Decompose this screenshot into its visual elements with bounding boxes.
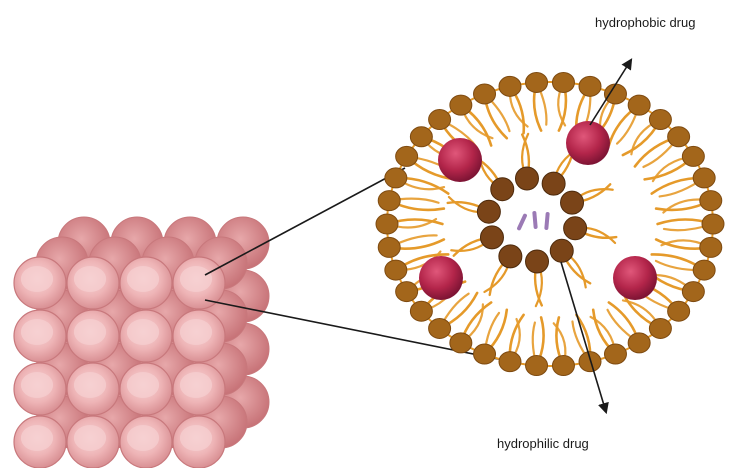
lipid-head-group xyxy=(649,110,671,130)
lipid-head-group xyxy=(579,352,601,372)
lipid-head-group xyxy=(410,127,432,147)
cube-sphere-highlight xyxy=(180,266,212,292)
hydrophilic-drug-molecules xyxy=(516,211,549,231)
lipid-head-group xyxy=(702,214,724,234)
cube-sphere-highlight xyxy=(21,266,53,292)
cube-sphere-highlight xyxy=(74,319,106,345)
cube-sphere-highlight xyxy=(74,425,106,451)
lipid-head-group xyxy=(450,333,472,353)
lipid-head-group xyxy=(700,191,722,211)
inner-head-group xyxy=(499,245,522,268)
cube-sphere-highlight xyxy=(180,319,212,345)
cube-sphere-highlight xyxy=(180,372,212,398)
hydrophobic-drug-sphere xyxy=(438,138,482,182)
cube-sphere-highlight xyxy=(127,266,159,292)
lipid-head-group xyxy=(378,237,400,257)
arrow-icon xyxy=(561,262,606,412)
inner-head-group xyxy=(542,172,565,195)
lipid-head-group xyxy=(552,72,574,92)
lipid-head-group xyxy=(693,260,715,280)
lipid-head-group xyxy=(385,260,407,280)
lipid-head-group xyxy=(385,168,407,188)
cube-sphere-highlight xyxy=(21,425,53,451)
lipid-head-group xyxy=(526,356,548,376)
lipid-head-group xyxy=(474,344,496,364)
inner-head-group xyxy=(480,226,503,249)
inner-head-group xyxy=(550,239,573,262)
inner-head-group xyxy=(561,191,584,214)
cube-sphere-highlight xyxy=(180,425,212,451)
lipid-head-group xyxy=(668,301,690,321)
lipid-head-group xyxy=(693,168,715,188)
cube-sphere-highlight xyxy=(74,372,106,398)
inner-head-group xyxy=(526,250,549,273)
cube-sphere-highlight xyxy=(21,319,53,345)
inner-head-group xyxy=(515,167,538,190)
hydrophilic-drug-rod xyxy=(544,212,550,230)
lipid-head-group xyxy=(429,110,451,130)
lipid-head-group xyxy=(604,84,626,104)
nanoparticle-cube xyxy=(14,217,269,468)
cube-sphere-highlight xyxy=(21,372,53,398)
lipid-head-group xyxy=(668,127,690,147)
lipid-head-group xyxy=(526,72,548,92)
cube-sphere-highlight xyxy=(74,266,106,292)
lipid-head-group xyxy=(628,333,650,353)
lipid-head-group xyxy=(376,214,398,234)
inner-head-group xyxy=(564,217,587,240)
lipid-head-group xyxy=(552,356,574,376)
hydrophobic-drug-label: hydrophobic drug xyxy=(595,15,695,30)
lipid-head-group xyxy=(499,352,521,372)
hydrophilic-drug-rod xyxy=(532,211,538,229)
inner-head-group xyxy=(491,178,514,201)
liposome xyxy=(376,72,724,375)
inner-head-groups xyxy=(477,167,586,273)
hydrophilic-drug-label: hydrophilic drug xyxy=(497,436,589,451)
lipid-head-group xyxy=(450,95,472,115)
lipid-head-group xyxy=(396,282,418,302)
hydrophobic-drug-sphere xyxy=(419,256,463,300)
lipid-head-group xyxy=(474,84,496,104)
lipid-head-group xyxy=(604,344,626,364)
lipid-head-group xyxy=(700,237,722,257)
hydrophilic-drug-rod xyxy=(516,213,527,231)
lipid-head-group xyxy=(499,76,521,96)
cube-sphere-highlight xyxy=(127,319,159,345)
inner-head-group xyxy=(477,200,500,223)
lipid-head-group xyxy=(579,76,601,96)
cube-sphere-highlight xyxy=(127,425,159,451)
lipid-head-group xyxy=(628,95,650,115)
lipid-head-group xyxy=(682,146,704,166)
hydrophobic-drug-sphere xyxy=(566,121,610,165)
lipid-head-group xyxy=(410,301,432,321)
lipid-head-group xyxy=(378,191,400,211)
hydrophobic-drug-sphere xyxy=(613,256,657,300)
lipid-head-group xyxy=(649,318,671,338)
cube-sphere-highlight xyxy=(127,372,159,398)
lipid-head-group xyxy=(396,146,418,166)
lipid-head-group xyxy=(429,318,451,338)
lipid-head-group xyxy=(682,282,704,302)
